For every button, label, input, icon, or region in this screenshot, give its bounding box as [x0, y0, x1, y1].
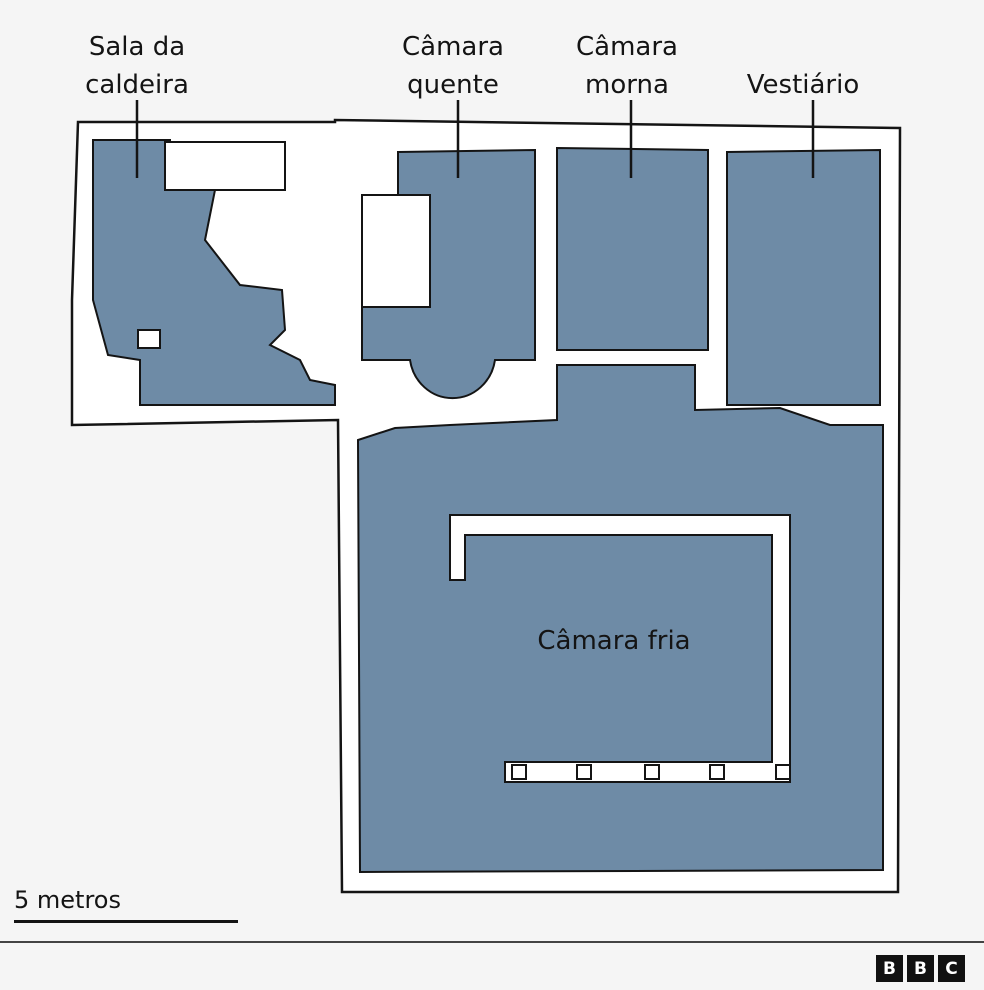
- label-changing-room: Vestiário: [746, 70, 860, 100]
- bench-u: [449, 514, 791, 783]
- boiler-structure: [164, 141, 286, 191]
- cold-room-floor: [356, 364, 884, 874]
- logo-letter: B: [876, 955, 903, 982]
- warm-room-floor: [556, 146, 709, 351]
- footer-divider: [0, 941, 984, 943]
- hot-room-tub: [361, 194, 431, 308]
- label-hot-room: Câmara quente: [402, 32, 504, 100]
- changing-room-floor: [726, 148, 881, 406]
- label-warm-room: Câmara morna: [576, 32, 678, 100]
- hot-room-floor: [361, 148, 536, 400]
- pillar: [137, 329, 161, 349]
- logo-letter: B: [907, 955, 934, 982]
- label-cold-room: Câmara fria: [537, 626, 691, 656]
- label-boiler-room: Sala da caldeira: [85, 32, 189, 100]
- logo-letter: C: [938, 955, 965, 982]
- bbc-logo: B B C: [876, 955, 965, 982]
- scale-bar: [14, 920, 238, 923]
- scale-label: 5 metros: [14, 886, 121, 914]
